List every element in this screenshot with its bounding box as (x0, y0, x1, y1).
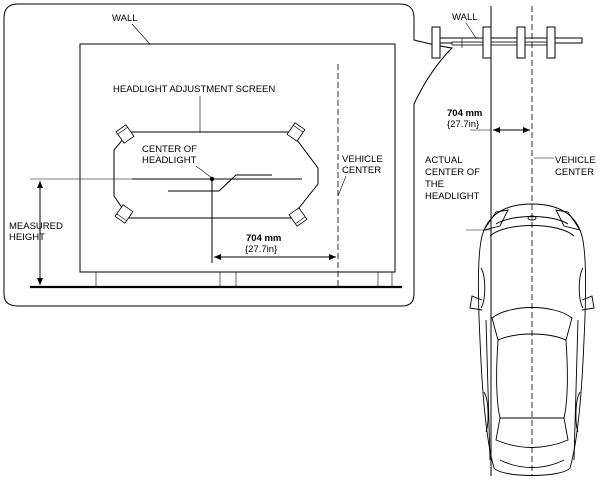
actual-center-label-3: THE (425, 179, 444, 190)
tape-corner-top-left (115, 124, 135, 144)
screen-label: HEADLIGHT ADJUSTMENT SCREEN (113, 84, 275, 95)
vehicle-center-label-left-1: VEHICLE (342, 154, 383, 165)
car-top-view (469, 203, 595, 476)
vehicle-center-label-left-2: CENTER (342, 165, 381, 176)
wall-outline (79, 43, 396, 273)
dimension-top-label-mm: 704 mm (447, 108, 482, 119)
actual-center-label-2: CENTER OF (425, 167, 480, 178)
actual-center-label-4: HEADLIGHT (425, 191, 480, 202)
cutoff-line (168, 174, 272, 192)
wall-label-top: WALL (452, 12, 478, 23)
actual-center-label-1: ACTUAL (425, 155, 462, 166)
tape-corner-bottom-left (114, 204, 134, 224)
headlight-center-dot (209, 176, 215, 182)
vehicle-center-label-right-2: CENTER (555, 167, 594, 178)
wall-label: WALL (112, 13, 138, 24)
center-of-headlight-label-1: CENTER OF (142, 144, 197, 155)
center-of-headlight-label-2: HEADLIGHT (142, 155, 197, 166)
tape-corner-top-right (286, 122, 306, 142)
wall-plan-view (431, 26, 583, 59)
measured-height-label-2: HEIGHT (9, 232, 45, 243)
dimension-top-label-in: {27.7in} (447, 119, 479, 130)
vehicle-center-label-right-1: VEHICLE (555, 155, 596, 166)
dimension-label-in: {27.7in} (245, 244, 277, 255)
tape-corner-bottom-right (288, 207, 308, 227)
measured-height-label-1: MEASURED (9, 221, 63, 232)
dimension-label-mm: 704 mm (246, 233, 281, 244)
callout-bubble (3, 3, 454, 307)
